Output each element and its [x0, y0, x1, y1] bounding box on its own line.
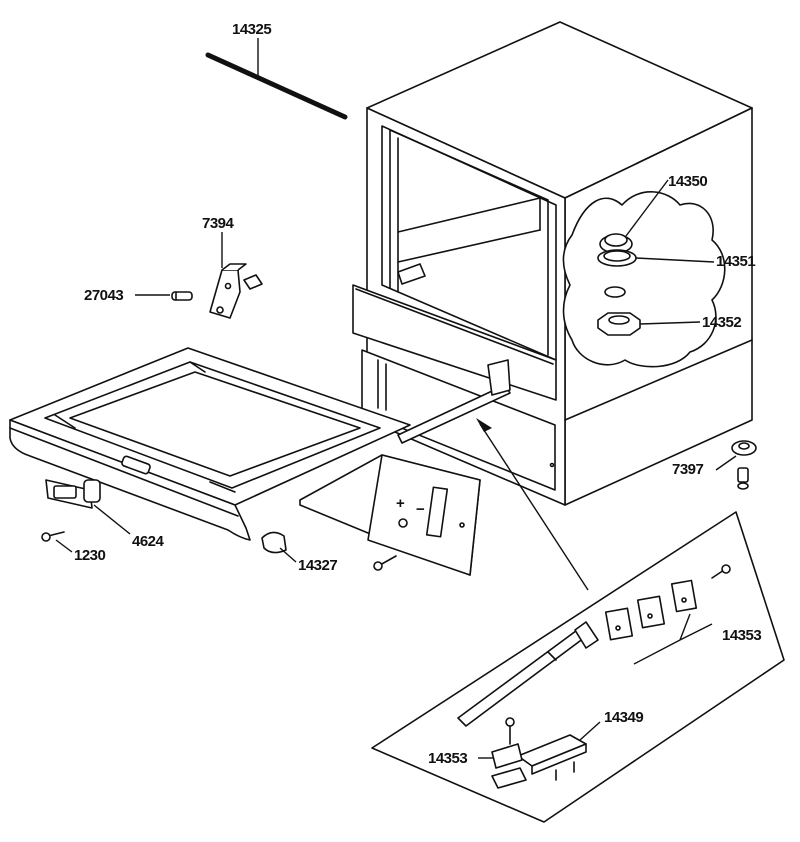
cabinet-body: [352, 21, 753, 506]
detail-inset: [371, 511, 785, 823]
leader-14350: [625, 179, 669, 237]
leader-14327: [279, 547, 297, 563]
screw-1230: [41, 531, 65, 542]
panel-minus-mark: −: [416, 501, 425, 518]
label-14353-single: 14353: [428, 750, 467, 767]
label-14350: 14350: [668, 173, 707, 190]
leader-1230: [55, 539, 73, 553]
leader-14353-a3: [679, 623, 713, 641]
label-14327: 14327: [298, 557, 337, 574]
leader-14353-a1: [633, 639, 681, 665]
panel-screw: [373, 555, 397, 571]
trim-strip-14325: [205, 52, 348, 120]
leader-14352: [639, 321, 701, 325]
knob-14327: [261, 531, 287, 554]
detail-arrow: [476, 418, 589, 591]
hex-nut-14352: [597, 312, 641, 336]
label-27043: 27043: [84, 287, 123, 304]
pin-27043: [171, 291, 193, 301]
label-1230: 1230: [74, 547, 106, 564]
label-7397: 7397: [672, 461, 704, 478]
label-7394: 7394: [202, 215, 235, 232]
panel-plus-mark: +: [396, 495, 405, 512]
label-4624: 4624: [132, 533, 165, 550]
label-14352: 14352: [702, 314, 741, 331]
square-nut-7394: [243, 274, 263, 290]
drawer-tray: [9, 347, 511, 541]
label-14353-group: 14353: [722, 627, 761, 644]
leader-14353-a2: [679, 613, 691, 641]
latch-4624: [45, 479, 101, 509]
leader-4624: [93, 504, 131, 535]
leader-14351: [635, 257, 715, 263]
washer-14351: [597, 249, 637, 267]
leader-7397: [715, 455, 737, 471]
leader-14349: [579, 721, 601, 741]
label-14351: 14351: [716, 253, 755, 270]
hinge-bracket-7394: [209, 263, 247, 319]
control-panel: + −: [299, 454, 481, 576]
bushing-nut-14350: [599, 233, 633, 254]
label-14349: 14349: [604, 709, 643, 726]
foot-7397: [731, 440, 757, 490]
ring-14352-small: [604, 286, 626, 298]
label-14325: 14325: [232, 21, 271, 38]
